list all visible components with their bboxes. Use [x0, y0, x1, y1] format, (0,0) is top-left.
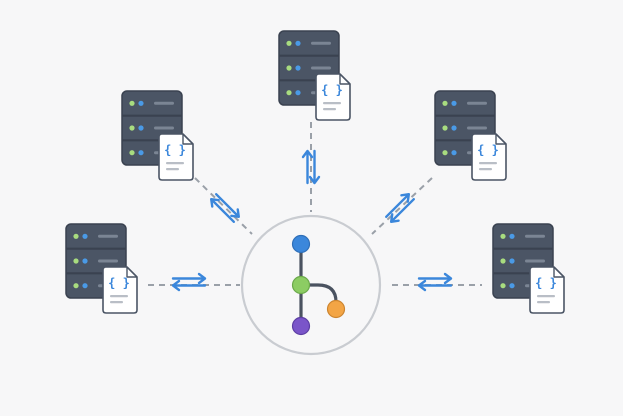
server-upper-left-connector-line — [194, 177, 253, 235]
arrow-right-head — [308, 175, 321, 185]
server-top-sync-arrows-icon — [301, 149, 321, 185]
arrow-left-shaft — [385, 193, 410, 219]
git-branch-icon — [291, 234, 346, 336]
json-document-icon — [102, 266, 138, 314]
arrow-left-head — [171, 279, 181, 292]
arrow-right-shaft — [214, 193, 240, 218]
json-document-icon — [315, 73, 351, 121]
arrow-right-head — [443, 272, 453, 285]
server-upper-left — [120, 89, 194, 181]
central-hub — [240, 214, 382, 356]
server-upper-right-connector-line — [371, 177, 433, 235]
arrow-left-head — [301, 149, 314, 159]
arrow-right-shaft — [390, 197, 415, 223]
commit-node-middle — [291, 275, 311, 295]
server-left — [64, 222, 138, 314]
arrow-left-head — [210, 197, 220, 208]
commit-node-bottom — [291, 316, 311, 336]
sync-arrows — [171, 149, 453, 292]
arrow-right-head — [197, 272, 207, 285]
arrow-left-shaft — [210, 198, 236, 223]
commit-node-top — [291, 234, 311, 254]
server-upper-right-sync-arrows-icon — [385, 193, 415, 223]
arrow-left-head — [417, 279, 427, 292]
arrow-right-head — [389, 213, 400, 223]
arrow-right-head — [230, 208, 240, 219]
server-upper-left-sync-arrows-icon — [210, 193, 240, 223]
json-document-icon — [158, 133, 194, 181]
json-document-icon — [529, 266, 565, 314]
server-right-sync-arrows-icon — [417, 272, 453, 292]
arrow-left-head — [400, 193, 411, 203]
server-right — [491, 222, 565, 314]
server-left-sync-arrows-icon — [171, 272, 207, 292]
commit-node-branch — [326, 299, 346, 319]
server-upper-right — [433, 89, 507, 181]
json-document-icon — [471, 133, 507, 181]
server-top — [277, 29, 351, 121]
